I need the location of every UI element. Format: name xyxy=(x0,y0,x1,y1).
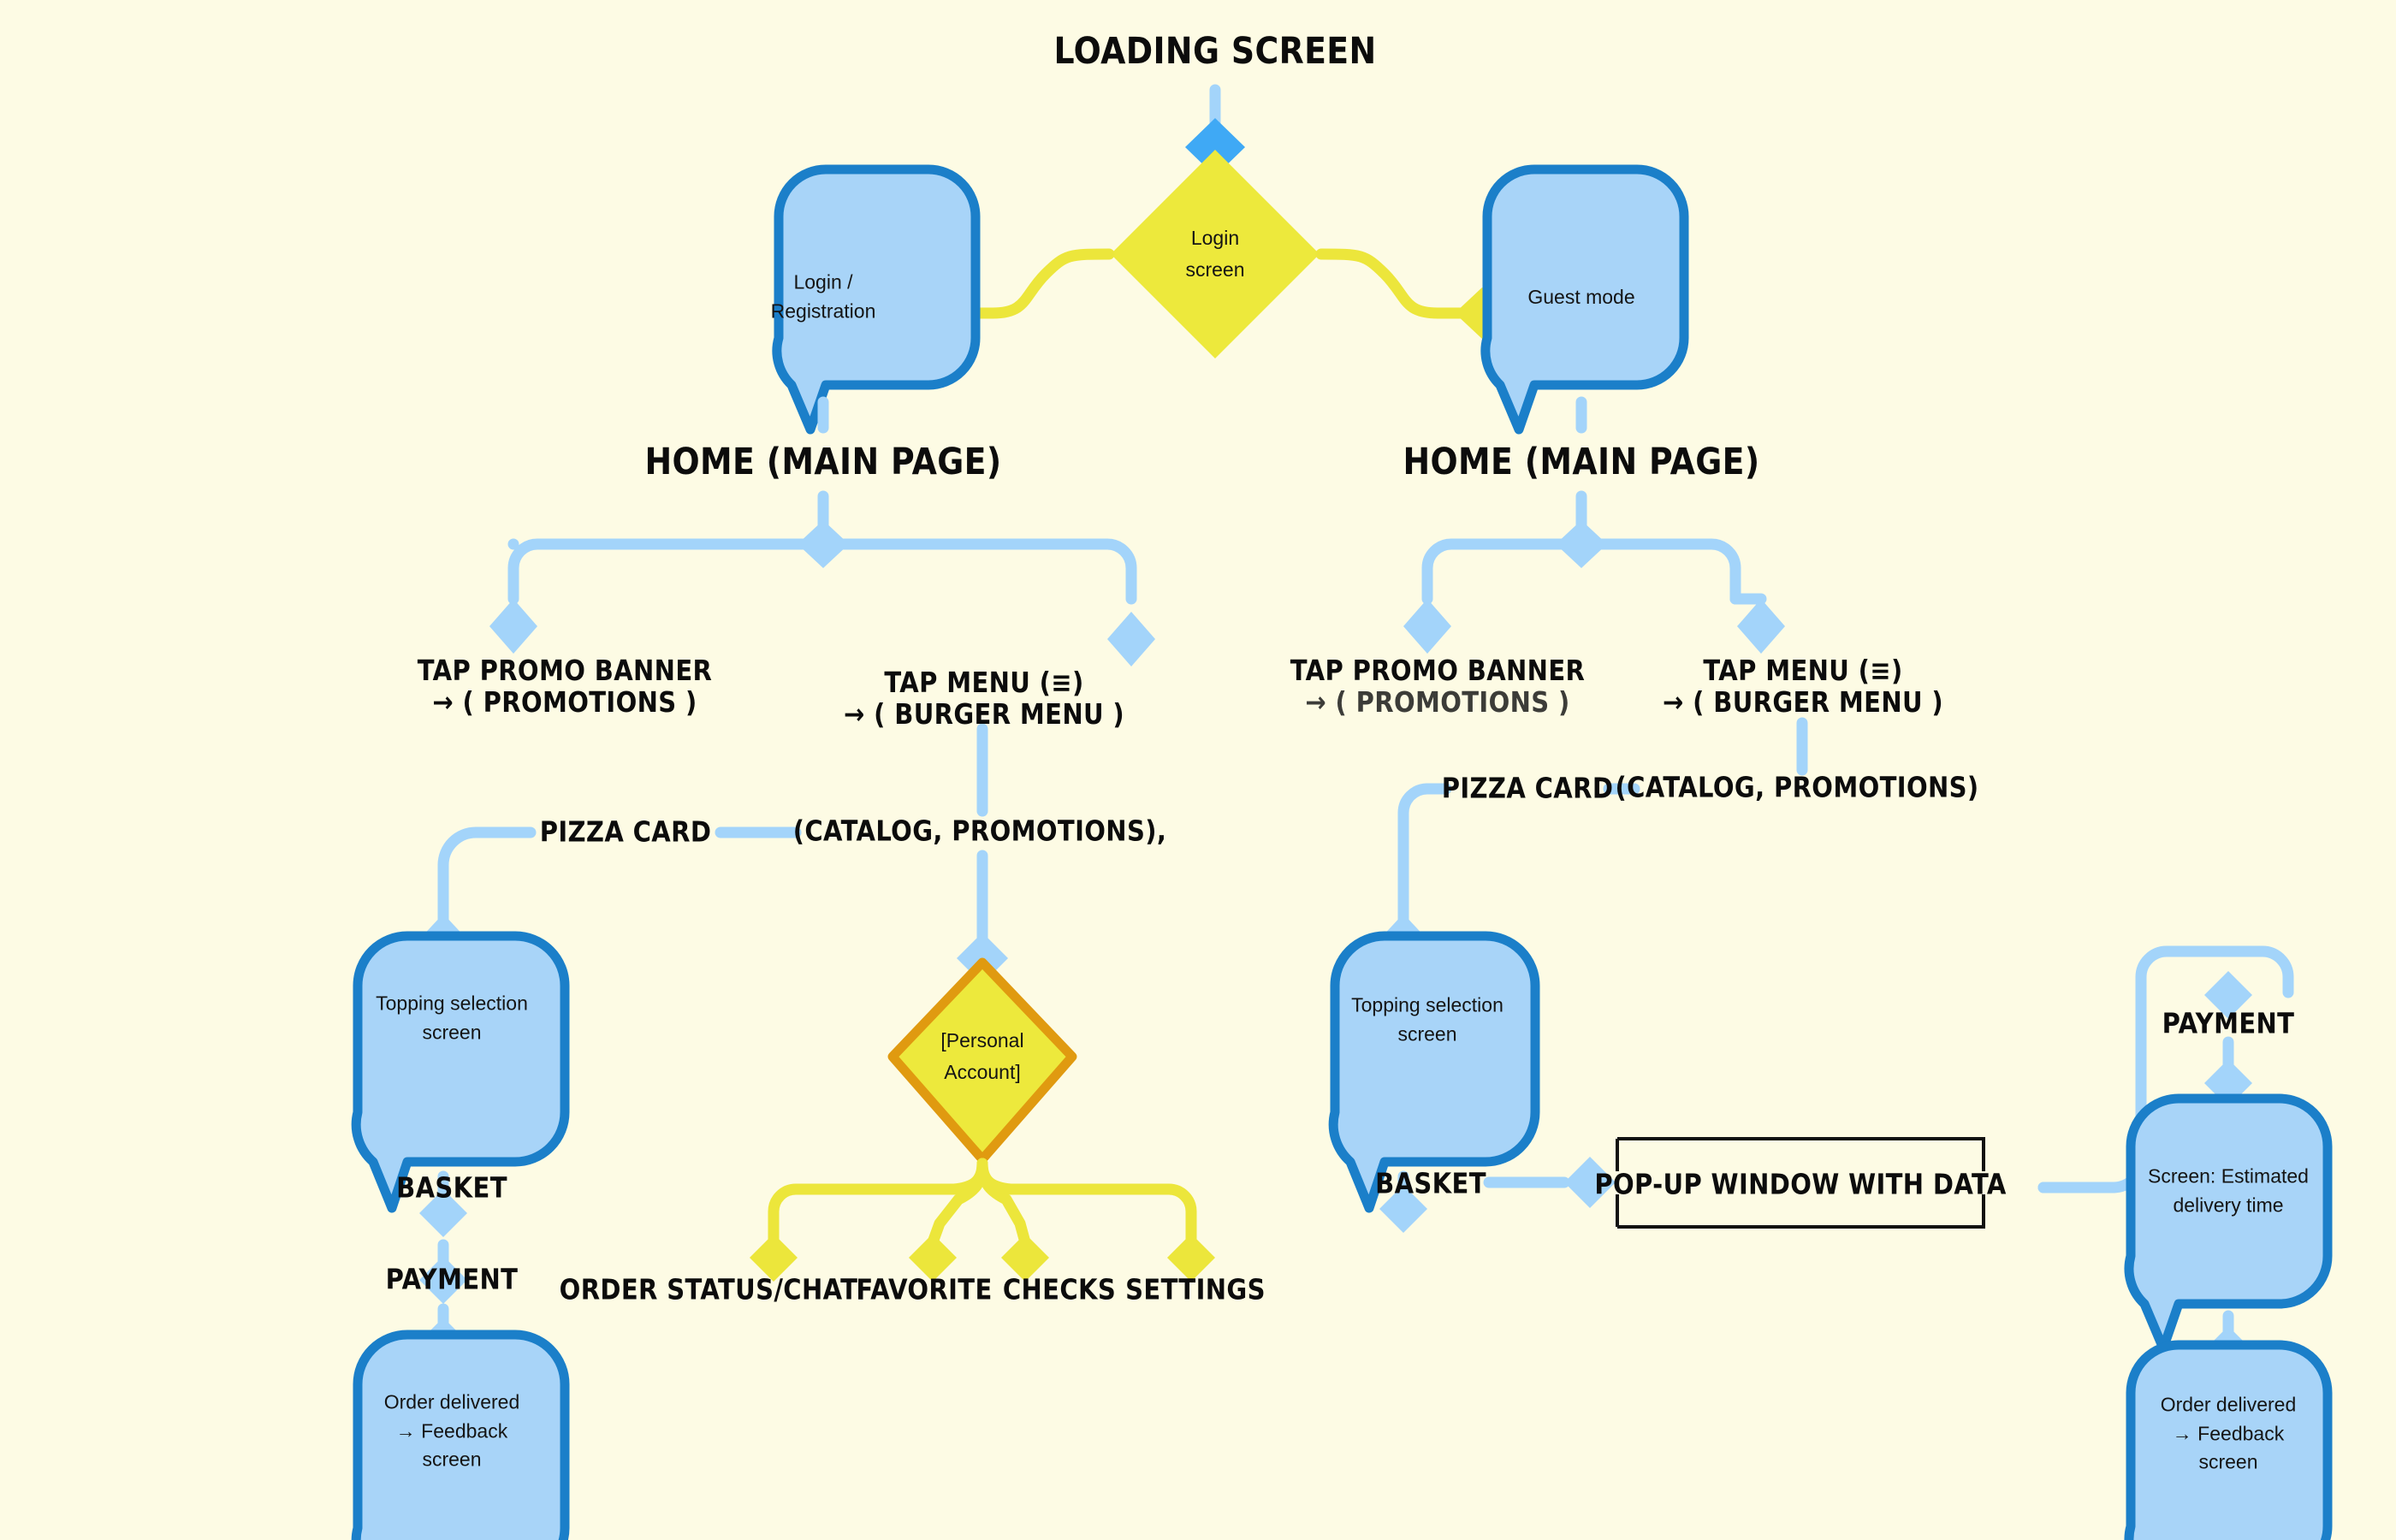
connector-right-topping-to-basket xyxy=(1379,1170,1427,1233)
connector-home-left-fork xyxy=(489,490,1155,666)
label-left-payment: PAYMENT xyxy=(385,1262,519,1296)
node-estimated-delivery-bubble[interactable] xyxy=(2124,1093,2333,1353)
label-settings: SETTINGS xyxy=(1125,1272,1266,1306)
label-right-tap-menu-line2: → ( BURGER MENU ) xyxy=(1662,685,1944,719)
label-home-left: HOME (MAIN PAGE) xyxy=(644,440,1002,483)
connector-right-basket-to-popup xyxy=(1483,1157,1616,1208)
node-guest-mode-bubble[interactable] xyxy=(1480,164,1689,435)
label-right-promo-banner-line2: → ( PROMOTIONS ) xyxy=(1305,685,1570,719)
label-left-catalog: (CATALOG, PROMOTIONS), xyxy=(792,814,1167,848)
connector-left-basket-to-payment xyxy=(419,1239,467,1304)
label-right-promo-banner: TAP PROMO BANNER → ( PROMOTIONS ) xyxy=(1290,654,1586,719)
label-right-tap-menu-line1: TAP MENU (≡) xyxy=(1703,654,1903,688)
label-right-catalog: (CATALOG, PROMOTIONS) xyxy=(1615,770,1979,804)
label-right-promo-banner-line1: TAP PROMO BANNER xyxy=(1290,654,1586,688)
label-order-status-chat: ORDER STATUS/CHAT xyxy=(559,1272,858,1306)
label-right-basket: BASKET xyxy=(1375,1166,1486,1200)
node-right-topping-bubble[interactable] xyxy=(1328,931,1540,1213)
label-personal-account: [Personal Account] xyxy=(940,1029,1024,1083)
label-left-tap-menu: TAP MENU (≡) → ( BURGER MENU ) xyxy=(843,666,1125,731)
label-right-pizza-card: PIZZA CARD xyxy=(1441,771,1614,805)
label-right-payment: PAYMENT xyxy=(2162,1006,2295,1040)
node-right-feedback-bubble[interactable] xyxy=(2124,1340,2333,1540)
label-left-pizza-card: PIZZA CARD xyxy=(539,814,712,849)
label-home-right: HOME (MAIN PAGE) xyxy=(1403,440,1760,483)
node-login-registration-bubble[interactable] xyxy=(772,164,981,435)
label-left-tap-menu-line2: → ( BURGER MENU ) xyxy=(843,697,1125,731)
label-left-basket: BASKET xyxy=(396,1170,507,1205)
label-popup-window: POP-UP WINDOW WITH DATA xyxy=(1594,1167,2007,1201)
node-login-screen-diamond[interactable] xyxy=(1111,150,1320,358)
label-login-screen-diamond: Login screen xyxy=(1185,227,1245,281)
label-checks: CHECKS xyxy=(1002,1272,1117,1306)
connector-account-to-menu-items xyxy=(750,1158,1215,1282)
label-left-promo-banner-line1: TAP PROMO BANNER xyxy=(417,654,713,688)
label-right-tap-menu: TAP MENU (≡) → ( BURGER MENU ) xyxy=(1662,654,1944,719)
connector-login-to-guest xyxy=(1315,248,1509,339)
connector-left-topping-to-basket xyxy=(419,1170,467,1237)
connector-home-right-fork xyxy=(1403,490,1785,654)
label-left-tap-menu-line1: TAP MENU (≡) xyxy=(884,666,1084,700)
node-left-feedback-bubble[interactable] xyxy=(351,1330,570,1540)
node-popup-window[interactable] xyxy=(1616,1137,1985,1229)
label-left-promo-banner-line2: → ( PROMOTIONS ) xyxy=(432,685,697,719)
node-left-topping-bubble[interactable] xyxy=(351,931,570,1213)
label-favorite: FAVORITE xyxy=(856,1272,993,1306)
label-left-promo-banner: TAP PROMO BANNER → ( PROMOTIONS ) xyxy=(417,654,713,719)
connector-loading-to-login xyxy=(1185,84,1245,176)
label-loading-screen: LOADING SCREEN xyxy=(1053,29,1377,73)
